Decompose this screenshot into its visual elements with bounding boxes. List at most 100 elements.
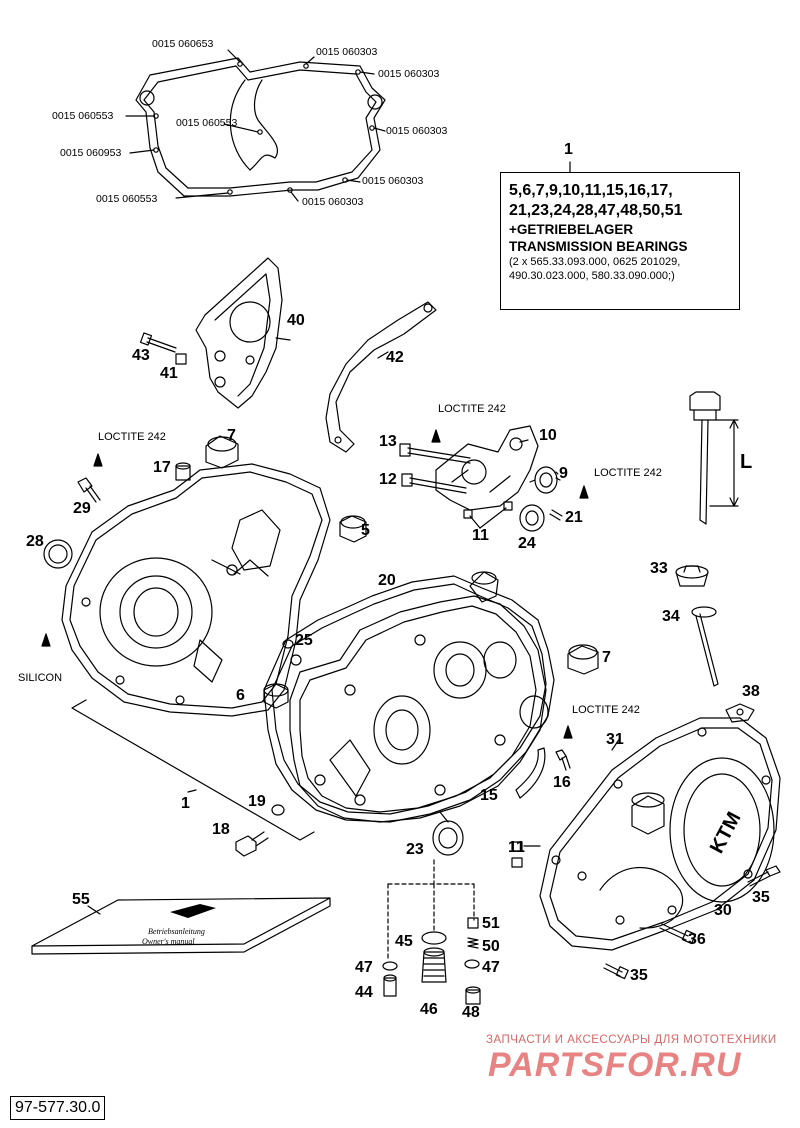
manual-text-line2: Owner's manual	[142, 937, 195, 946]
loctite-note: LOCTITE 242	[572, 704, 640, 716]
callout-number: 44	[355, 984, 373, 1001]
loctite-note: LOCTITE 242	[438, 403, 506, 415]
callout-number: 40	[287, 312, 305, 329]
part-34-o-ring	[691, 606, 717, 618]
infobox-line: (2 x 565.33.093.000, 0625 201029,	[509, 256, 681, 268]
part-6-bushing	[263, 683, 289, 709]
part-number-label: 0015 060303	[316, 46, 378, 58]
part-17-sleeve	[175, 462, 191, 481]
part-number-label: 0015 060653	[152, 38, 214, 50]
part-7-bushing-right	[567, 644, 599, 675]
loctite-drop	[579, 485, 589, 499]
part-43-bolt	[139, 332, 177, 353]
part-50-spring	[467, 937, 479, 949]
part-36-screw	[659, 923, 689, 941]
callout-number: 36	[688, 931, 706, 948]
part-number-label: 0015 060303	[386, 125, 448, 137]
loctite-note: LOCTITE 242	[98, 431, 166, 443]
part-number-label: 0015 060553	[52, 110, 114, 122]
part-5-bushing	[339, 515, 367, 543]
callout-number: 38	[742, 683, 760, 700]
callout-number: 35	[630, 967, 648, 984]
part-10-housing	[435, 425, 539, 511]
part-47-ring	[382, 961, 398, 971]
part-18-plug	[235, 831, 269, 857]
part-13-bolt	[407, 447, 471, 464]
callout-number: 41	[160, 365, 178, 382]
loctite-note: LOCTITE 242	[594, 467, 662, 479]
loctite-drop	[93, 453, 103, 467]
callout-number: 55	[72, 891, 90, 908]
part-19-ring	[271, 804, 285, 816]
callout-number: 9	[559, 465, 568, 482]
callout-number: 7	[227, 427, 236, 444]
callout-number: 34	[662, 608, 680, 625]
callout-number: 11	[508, 839, 525, 856]
left-crankcase-half	[61, 463, 331, 717]
part-47-ring-right	[464, 959, 480, 969]
transmission-bearings-infobox: 5,6,7,9,10,11,15,16,17, 21,23,24,28,47,4…	[500, 172, 740, 310]
callout-number: 16	[553, 774, 571, 791]
part-number-label: 0015 060553	[176, 117, 238, 129]
callout-number: 17	[153, 459, 171, 476]
part-28-gasket-ring	[43, 539, 73, 569]
oil-tube	[695, 613, 719, 687]
part-12-bolt	[409, 477, 467, 494]
part-41-sleeve	[175, 353, 187, 365]
callout-number: 47	[355, 959, 373, 976]
callout-number: 24	[518, 535, 536, 552]
part-11-dowel	[503, 501, 513, 511]
callout-number: 47	[482, 959, 500, 976]
part-16-screw	[555, 749, 571, 771]
right-crankcase-half	[289, 571, 549, 823]
callout-number: 1	[181, 795, 190, 812]
callout-number: 28	[26, 533, 44, 550]
part-number-label: 0015 060553	[96, 193, 158, 205]
callout-number: 51	[482, 915, 500, 932]
callout-number: 15	[480, 787, 498, 804]
diagram-reference-number: 97-577.30.0	[10, 1096, 106, 1120]
manual-text-line1: Betriebsanleitung	[148, 927, 205, 936]
part-35-screw-head	[615, 966, 629, 980]
part-number-label: 0015 060303	[362, 175, 424, 187]
dipstick	[689, 391, 739, 525]
infobox-line: 5,6,7,9,10,11,15,16,17,	[509, 182, 673, 199]
part-38-bracket	[725, 703, 755, 723]
part-11-dowel	[511, 857, 523, 868]
callout-number: 45	[395, 933, 413, 950]
callout-number: 33	[650, 560, 668, 577]
part-29-plug	[77, 477, 101, 503]
part-36-screw-head	[681, 929, 697, 945]
part-35-screw	[747, 865, 781, 887]
watermark-brand-logo: PARTSFOR.RU	[488, 1046, 742, 1084]
infobox-line: 21,23,24,28,47,48,50,51	[509, 202, 683, 219]
callout-number: 43	[132, 347, 150, 364]
callout-number: 31	[606, 731, 624, 748]
callout-number: 25	[295, 632, 313, 649]
callout-number: 20	[378, 572, 396, 589]
part-45-o-ring	[421, 931, 447, 945]
callout-number: 13	[379, 433, 397, 450]
part-number-label: 0015 060303	[302, 196, 364, 208]
callout-number: L	[740, 451, 753, 473]
callout-number: 18	[212, 821, 230, 838]
part-25-ring	[282, 639, 294, 649]
callout-number: 12	[379, 471, 397, 488]
callout-number: 21	[565, 509, 583, 526]
callout-number: 19	[248, 793, 266, 810]
infobox-line: TRANSMISSION BEARINGS	[509, 239, 688, 254]
callout-number: 5	[361, 522, 370, 539]
part-42-chain-guide	[325, 301, 437, 453]
part-30-clutch-cover	[539, 717, 781, 951]
callout-number: 29	[73, 500, 91, 517]
clutch-cover-gasket	[125, 49, 386, 202]
infobox-number: 1	[564, 141, 573, 158]
part-9-bearing	[529, 466, 561, 494]
part-33-filler-plug	[675, 565, 709, 587]
part-number-label: 0015 060953	[60, 147, 122, 159]
part-13-bolt-head	[399, 443, 411, 457]
part-11-dowel	[463, 509, 473, 519]
watermark-caption: ЗАПЧАСТИ И АКСЕССУАРЫ ДЛЯ МОТОТЕХНИКИ	[486, 1034, 777, 1046]
loctite-drop	[563, 725, 573, 739]
